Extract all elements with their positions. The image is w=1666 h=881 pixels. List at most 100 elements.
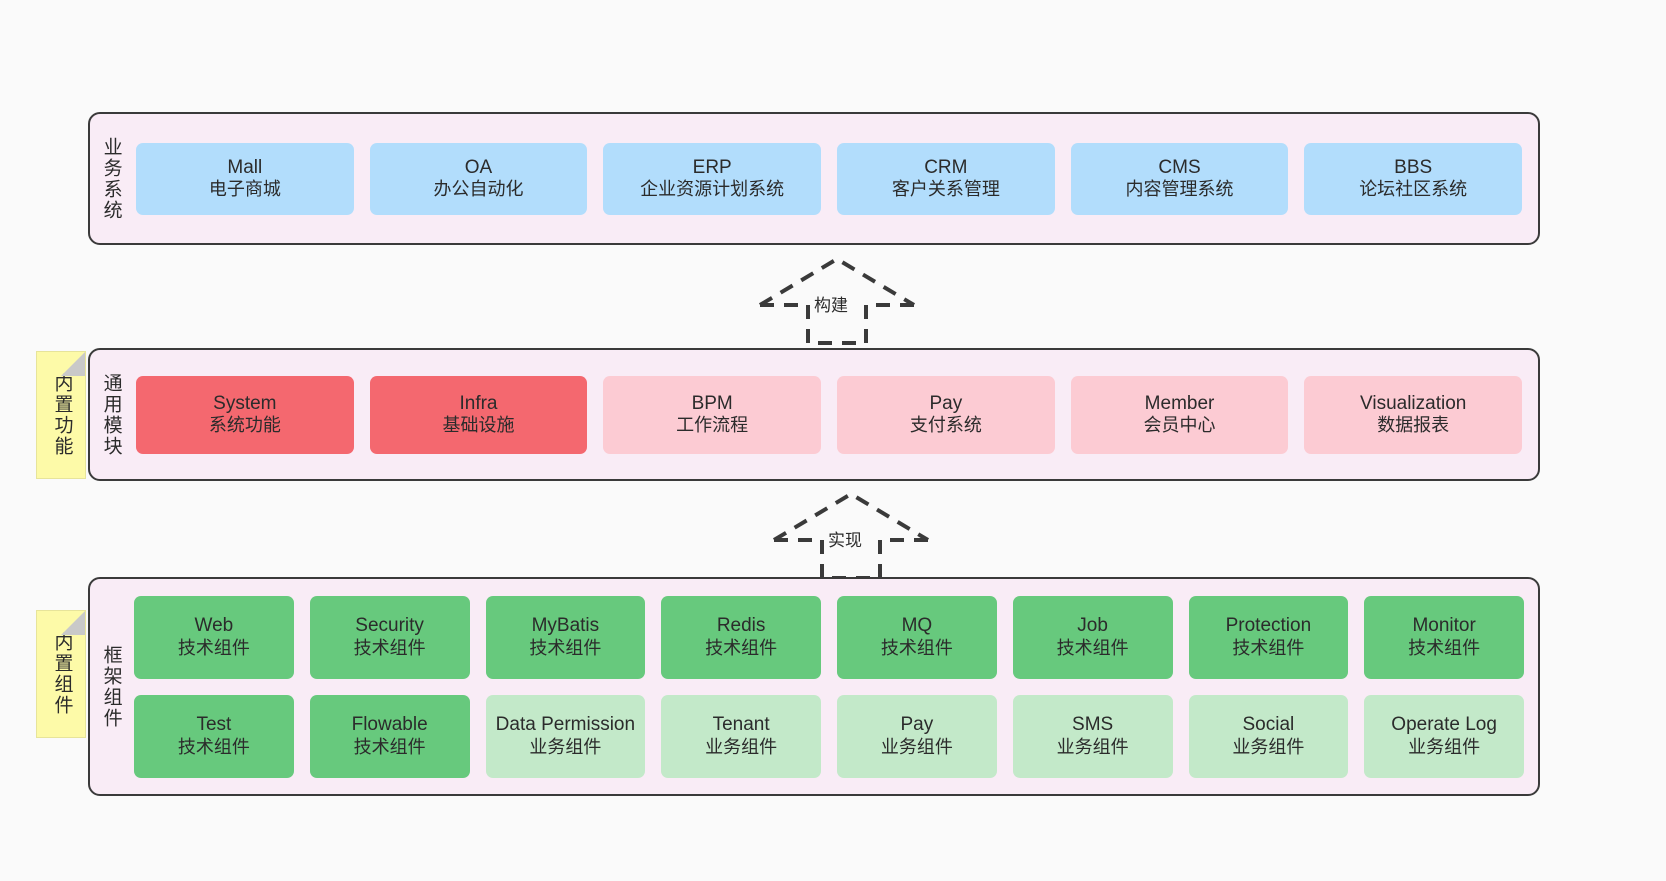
item-subtitle: 支付系统 [909,415,982,436]
business-item-oa[interactable]: OA 办公自动化 [369,142,588,215]
item-subtitle: 业务组件 [705,736,778,757]
business-item-bbs[interactable]: BBS 论坛社区系统 [1304,142,1523,215]
item-name: CMS [1158,156,1201,178]
item-name: BPM [691,392,733,414]
item-subtitle: 基础设施 [442,415,515,436]
layer-modules-title: 通用模块 [100,372,122,457]
item-subtitle: 技术组件 [353,736,426,757]
item-name: OA [464,156,493,178]
item-name: Tenant [712,714,770,736]
item-subtitle: 业务组件 [529,736,602,757]
item-name: Pay [900,714,934,736]
item-subtitle: 会员中心 [1143,415,1216,436]
layer-framework-body: Web 技术组件 Security 技术组件 MyBatis 技术组件 Redi… [132,579,1538,794]
business-item-mall[interactable]: Mall 电子商城 [136,142,354,215]
item-name: ERP [692,156,732,178]
item-name: SMS [1072,714,1114,736]
framework-item-pay[interactable]: Pay 业务组件 [837,694,997,778]
item-subtitle: 技术组件 [353,637,426,658]
framework-item-protection[interactable]: Protection 技术组件 [1188,595,1349,679]
item-name: Protection [1225,615,1312,637]
connector-implement-arrow: 实现 [766,490,936,580]
framework-item-social[interactable]: Social 业务组件 [1188,694,1349,778]
item-subtitle: 业务组件 [1408,736,1481,757]
framework-row-technical: Web 技术组件 Security 技术组件 MyBatis 技术组件 Redi… [134,595,1524,679]
framework-item-tenant[interactable]: Tenant 业务组件 [661,694,821,778]
business-item-cms[interactable]: CMS 内容管理系统 [1070,142,1289,215]
item-subtitle: 客户关系管理 [891,179,1000,200]
item-subtitle: 业务组件 [1232,736,1305,757]
item-name: Redis [716,615,766,637]
module-item-system[interactable]: System 系统功能 [136,375,354,454]
item-name: Visualization [1360,392,1467,414]
framework-item-mq[interactable]: MQ 技术组件 [837,595,997,679]
item-name: Mall [227,156,263,178]
item-subtitle: 办公自动化 [433,179,524,200]
layer-framework-title: 框架组件 [100,644,122,729]
framework-item-test[interactable]: Test 技术组件 [134,694,294,778]
item-name: Member [1144,392,1215,414]
item-name: Job [1077,615,1108,637]
framework-item-security[interactable]: Security 技术组件 [309,595,470,679]
item-name: Security [355,615,424,637]
business-row: Mall 电子商城 OA 办公自动化 ERP 企业资源计划系统 CRM 客户关系… [136,142,1523,215]
item-subtitle: 企业资源计划系统 [640,179,785,200]
item-subtitle: 技术组件 [1056,637,1129,658]
item-subtitle: 技术组件 [705,637,778,658]
framework-item-web[interactable]: Web 技术组件 [134,595,294,679]
connector-build-arrow: 构建 [752,255,922,345]
item-name: Test [196,714,232,736]
framework-item-mybatis[interactable]: MyBatis 技术组件 [485,595,646,679]
framework-item-data-permission[interactable]: Data Permission 业务组件 [485,694,646,778]
item-name: Infra [459,392,498,414]
module-item-bpm[interactable]: BPM 工作流程 [603,375,822,454]
module-item-visualization[interactable]: Visualization 数据报表 [1304,375,1523,454]
layer-business-systems: 业务系统 Mall 电子商城 OA 办公自动化 ERP 企业资源计划系统 CRM… [88,112,1540,245]
item-subtitle: 业务组件 [880,736,953,757]
module-item-infra[interactable]: Infra 基础设施 [369,375,588,454]
framework-row-business: Test 技术组件 Flowable 技术组件 Data Permission … [134,694,1524,778]
connector-build-label: 构建 [814,296,848,315]
item-name: Flowable [351,714,428,736]
sticky-note-builtin-functions: 内置功能 [36,351,86,479]
item-subtitle: 技术组件 [177,736,250,757]
connector-implement-label: 实现 [828,531,862,550]
item-subtitle: 电子商城 [208,179,281,200]
layer-modules-body: System 系统功能 Infra 基础设施 BPM 工作流程 Pay 支付系统… [132,350,1538,479]
layer-business-title: 业务系统 [100,136,122,221]
item-subtitle: 技术组件 [177,637,250,658]
business-item-crm[interactable]: CRM 客户关系管理 [837,142,1055,215]
item-name: MQ [901,615,933,637]
item-subtitle: 技术组件 [529,637,602,658]
item-name: Operate Log [1391,714,1497,736]
business-item-erp[interactable]: ERP 企业资源计划系统 [603,142,822,215]
item-subtitle: 数据报表 [1377,415,1450,436]
item-name: MyBatis [531,615,600,637]
item-subtitle: 技术组件 [1408,637,1481,658]
framework-item-redis[interactable]: Redis 技术组件 [661,595,821,679]
framework-item-monitor[interactable]: Monitor 技术组件 [1364,595,1524,679]
item-subtitle: 技术组件 [880,637,953,658]
layer-framework-components: 框架组件 Web 技术组件 Security 技术组件 MyBatis 技术组件… [88,577,1540,796]
framework-item-flowable[interactable]: Flowable 技术组件 [309,694,470,778]
layer-business-body: Mall 电子商城 OA 办公自动化 ERP 企业资源计划系统 CRM 客户关系… [132,114,1538,243]
modules-row: System 系统功能 Infra 基础设施 BPM 工作流程 Pay 支付系统… [136,375,1523,454]
module-item-pay[interactable]: Pay 支付系统 [837,375,1055,454]
item-name: Data Permission [495,714,636,736]
item-subtitle: 业务组件 [1056,736,1129,757]
item-name: CRM [924,156,968,178]
framework-item-sms[interactable]: SMS 业务组件 [1012,694,1173,778]
layer-common-modules: 通用模块 System 系统功能 Infra 基础设施 BPM 工作流程 Pay… [88,348,1540,481]
item-subtitle: 论坛社区系统 [1359,179,1468,200]
item-name: Monitor [1412,615,1476,637]
framework-item-operate-log[interactable]: Operate Log 业务组件 [1364,694,1524,778]
item-name: Social [1242,714,1295,736]
item-name: BBS [1394,156,1433,178]
item-name: Pay [929,392,963,414]
item-name: System [213,392,277,414]
item-subtitle: 工作流程 [676,415,749,436]
framework-item-job[interactable]: Job 技术组件 [1012,595,1173,679]
sticky-note-builtin-components: 内置组件 [36,610,86,738]
module-item-member[interactable]: Member 会员中心 [1070,375,1289,454]
